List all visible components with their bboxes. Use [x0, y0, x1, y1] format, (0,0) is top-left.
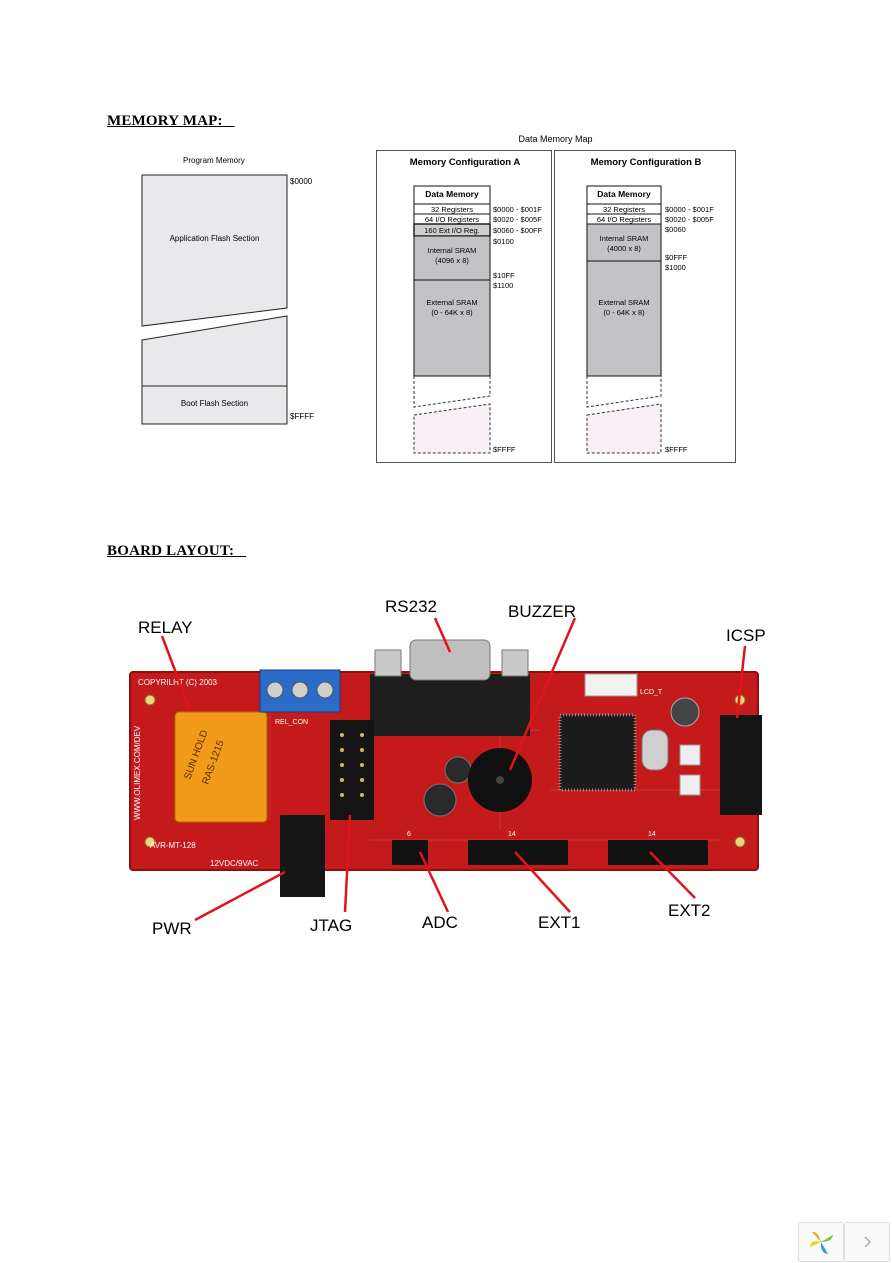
label-pwr: PWR [152, 919, 192, 938]
config-a-row-ext-io: 160 Ext I/O Reg. [424, 226, 480, 235]
silk-rel-con: REL_CON [275, 719, 308, 726]
label-relay: RELAY [138, 618, 193, 637]
config-a-title: Memory Configuration A [409, 157, 521, 168]
config-b-title: Memory Configuration B [590, 157, 702, 168]
label-adc: ADC [422, 913, 458, 932]
program-addr-top: $0000 [290, 177, 313, 186]
application-flash-label: Application Flash Section [169, 234, 260, 243]
config-b-row-io: 64 I/O Registers [596, 215, 652, 224]
silk-power: 12VDC/9VAC [210, 859, 259, 868]
program-memory-title: Program Memory [183, 156, 245, 165]
config-a-shape [413, 185, 491, 454]
config-a-row-io: 64 I/O Registers [424, 215, 480, 224]
silk-pin6: 6 [407, 831, 411, 838]
config-a-addr: $1100 [493, 281, 514, 290]
config-b-internal-size: (4000 x 8) [607, 244, 641, 253]
config-b-header: Data Memory [597, 189, 651, 199]
icsp-header [720, 715, 762, 815]
config-a-internal-sram: Internal SRAM [427, 246, 477, 255]
label-ext1: EXT1 [538, 913, 581, 932]
memory-config-a: Memory Configuration A Data Memory 32 Re… [376, 150, 552, 463]
boot-flash-label: Boot Flash Section [180, 399, 249, 408]
memory-map-heading: MEMORY MAP: [107, 113, 235, 129]
config-a-addr: $0020 - $005F [493, 215, 542, 224]
label-ext2: EXT2 [668, 901, 711, 920]
label-jtag: JTAG [310, 916, 353, 935]
jtag-header [330, 720, 374, 820]
silk-website: WWW.OLIMEX.COM/DEV [133, 725, 142, 820]
relay-component [174, 711, 268, 823]
program-memory-shape [141, 174, 288, 425]
config-a-addr: $FFFF [493, 445, 516, 454]
config-b-shape [586, 185, 662, 454]
pinwheel-logo-icon [810, 1231, 833, 1254]
config-a-external-sram: External SRAM [426, 298, 478, 307]
config-b-addr: $0000 - $001F [665, 205, 714, 214]
config-a-internal-size: (4096 x 8) [435, 256, 469, 265]
silk-lcd: LCD_T [640, 689, 663, 696]
label-buzzer: BUZZER [508, 602, 576, 621]
config-b-external-sram: External SRAM [598, 298, 650, 307]
mcu-chip [558, 713, 637, 792]
next-page-button[interactable] [844, 1222, 890, 1262]
config-a-addr: $0060 - $00FF [493, 226, 543, 235]
ext1-header [468, 840, 568, 865]
config-b-addr: $1000 [665, 263, 686, 272]
silk-copyright: COPYRILHT (C) 2003 [138, 678, 218, 687]
memory-config-b: Memory Configuration B Data Memory 32 Re… [554, 150, 736, 463]
config-b-addr: $FFFF [665, 445, 688, 454]
program-memory-diagram: Program Memory $0000 Application Flash S… [107, 150, 347, 440]
config-a-header: Data Memory [425, 189, 479, 199]
chevron-right-icon [864, 1236, 872, 1248]
config-a-row-registers: 32 Registers [430, 205, 474, 214]
power-jack [280, 815, 325, 897]
silk-pin14b: 14 [648, 831, 656, 838]
data-memory-map-title: Data Memory Map [518, 134, 593, 144]
config-b-internal-sram: Internal SRAM [599, 234, 649, 243]
program-addr-bottom: $FFFF [290, 412, 314, 421]
board-layout-heading: BOARD LAYOUT: [107, 543, 247, 559]
config-b-addr: $0020 - $005F [665, 215, 714, 224]
silk-model: AVR-MT-128 [150, 841, 196, 850]
logo-button[interactable] [798, 1222, 844, 1262]
config-b-external-size: (0 - 64K x 8) [603, 308, 645, 317]
config-a-addr: $0000 - $001F [493, 205, 542, 214]
board-photo: SUN HOLD RAS-1215 [129, 617, 762, 922]
config-a-external-size: (0 - 64K x 8) [431, 308, 473, 317]
silk-pin14a: 14 [508, 831, 516, 838]
label-icsp: ICSP [726, 626, 766, 645]
config-b-addr: $0FFF [665, 253, 688, 262]
adc-header [392, 840, 428, 865]
config-b-row-registers: 32 Registers [602, 205, 646, 214]
config-a-addr: $10FF [493, 271, 515, 280]
rs232-connector [370, 674, 530, 736]
board-layout-figure: SUN HOLD RAS-1215 [120, 590, 780, 940]
label-rs232: RS232 [385, 597, 437, 616]
config-a-addr: $0100 [493, 237, 514, 246]
lcd-connector [584, 673, 638, 697]
config-b-addr: $0060 [665, 225, 686, 234]
